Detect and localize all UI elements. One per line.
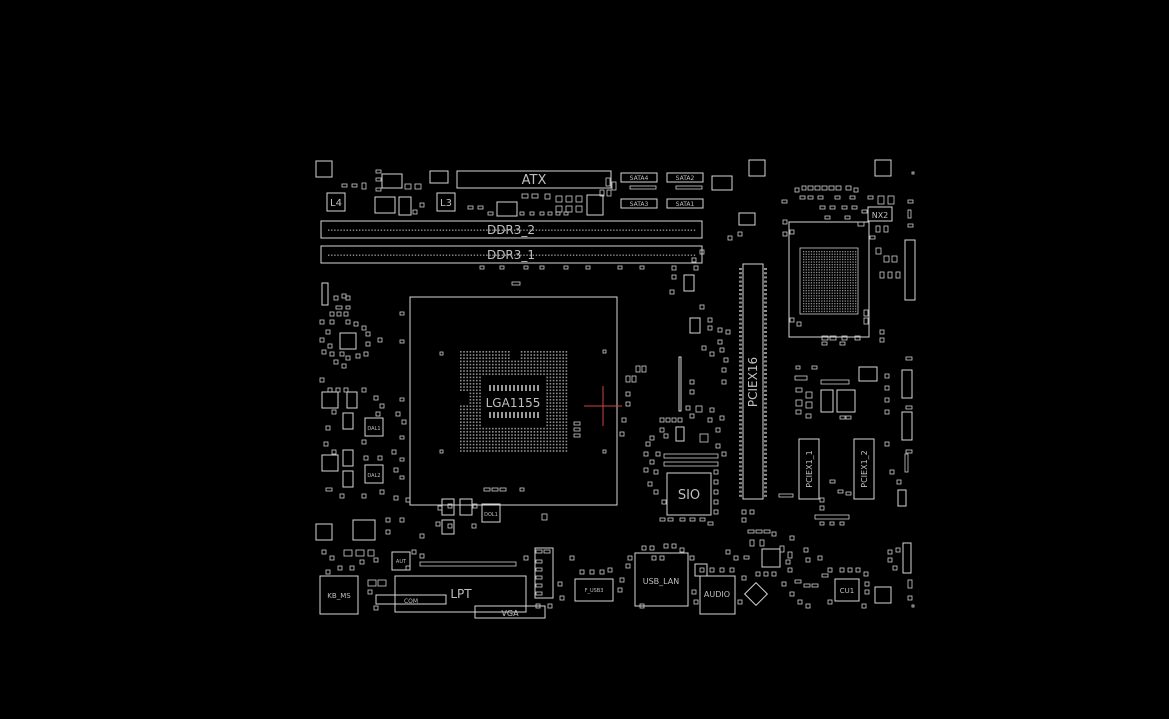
svg-text:DAL2: DAL2 [367,473,380,479]
svg-text:L3: L3 [440,198,452,209]
svg-text:AUT: AUT [396,559,407,565]
svg-text:LPT: LPT [450,587,472,601]
svg-text:SIO: SIO [678,488,700,503]
audio-port[interactable]: AUDIO [699,575,736,615]
vga-port[interactable]: VGA [474,605,546,619]
svg-text:USB_LAN: USB_LAN [643,577,680,586]
svg-text:AUDIO: AUDIO [704,590,730,599]
svg-text:L4: L4 [330,198,342,209]
atx-label: ATX [522,173,547,188]
inductor-l3[interactable]: L3 [436,192,456,212]
nx2-component[interactable]: NX2 [867,206,893,222]
pch-chip[interactable] [788,221,870,338]
smd-parts [319,169,915,611]
inductor-l4[interactable]: L4 [326,192,346,212]
svg-text:KB_MS: KB_MS [327,592,351,600]
svg-text:DOL1: DOL1 [484,512,498,518]
small-components [321,170,916,599]
atx-connector[interactable]: ATX [456,170,612,189]
svg-text:SATA2: SATA2 [676,175,695,182]
cpu-socket[interactable]: LGA1155 [409,296,618,506]
audio-codec-chip[interactable] [743,581,769,607]
svg-text:SATA3: SATA3 [630,201,649,208]
pcie-x16-slot[interactable]: PCIEX16 [739,263,767,500]
f-usb3-header[interactable]: F_USB3 [574,578,614,602]
pcie-x1-slot-2[interactable]: PCIEX1_2 [853,438,875,500]
dal1-component[interactable]: DAL1 [364,417,384,437]
cpu-pad-grid [460,351,568,452]
lpt-port[interactable]: LPT [394,575,527,613]
svg-text:PCIEX1_2: PCIEX1_2 [860,450,869,487]
svg-text:NX2: NX2 [872,211,889,220]
svg-text:VGA: VGA [501,609,519,618]
svg-text:SATA1: SATA1 [676,201,695,208]
cu1-component[interactable]: CU1 [834,578,860,602]
cpu-socket-label: LGA1155 [486,396,541,410]
sio-chip[interactable]: SIO [666,472,712,516]
svg-text:PCIEX16: PCIEX16 [746,357,760,407]
kb-ms-port[interactable]: KB_MS [319,575,359,615]
svg-text:SATA4: SATA4 [630,175,649,182]
pcie-x1-slot-1[interactable]: PCIEX1_1 [798,438,820,500]
svg-text:COM: COM [404,598,418,605]
crosshair-cursor [584,386,622,426]
svg-text:CU1: CU1 [840,587,854,595]
svg-text:PCIEX1_1: PCIEX1_1 [805,450,814,487]
com-port[interactable]: COM [375,594,447,605]
dol1-component[interactable]: DOL1 [481,503,501,523]
mounting-holes [315,159,892,604]
svg-text:F_USB3: F_USB3 [585,588,604,594]
sata-ports[interactable]: SATA4 SATA2 SATA3 SATA1 [620,172,704,209]
usb-lan-port[interactable]: USB_LAN [634,552,689,607]
svg-text:DAL1: DAL1 [367,426,380,432]
aut-component[interactable]: AUT [391,551,411,571]
dal2-component[interactable]: DAL2 [364,464,384,484]
